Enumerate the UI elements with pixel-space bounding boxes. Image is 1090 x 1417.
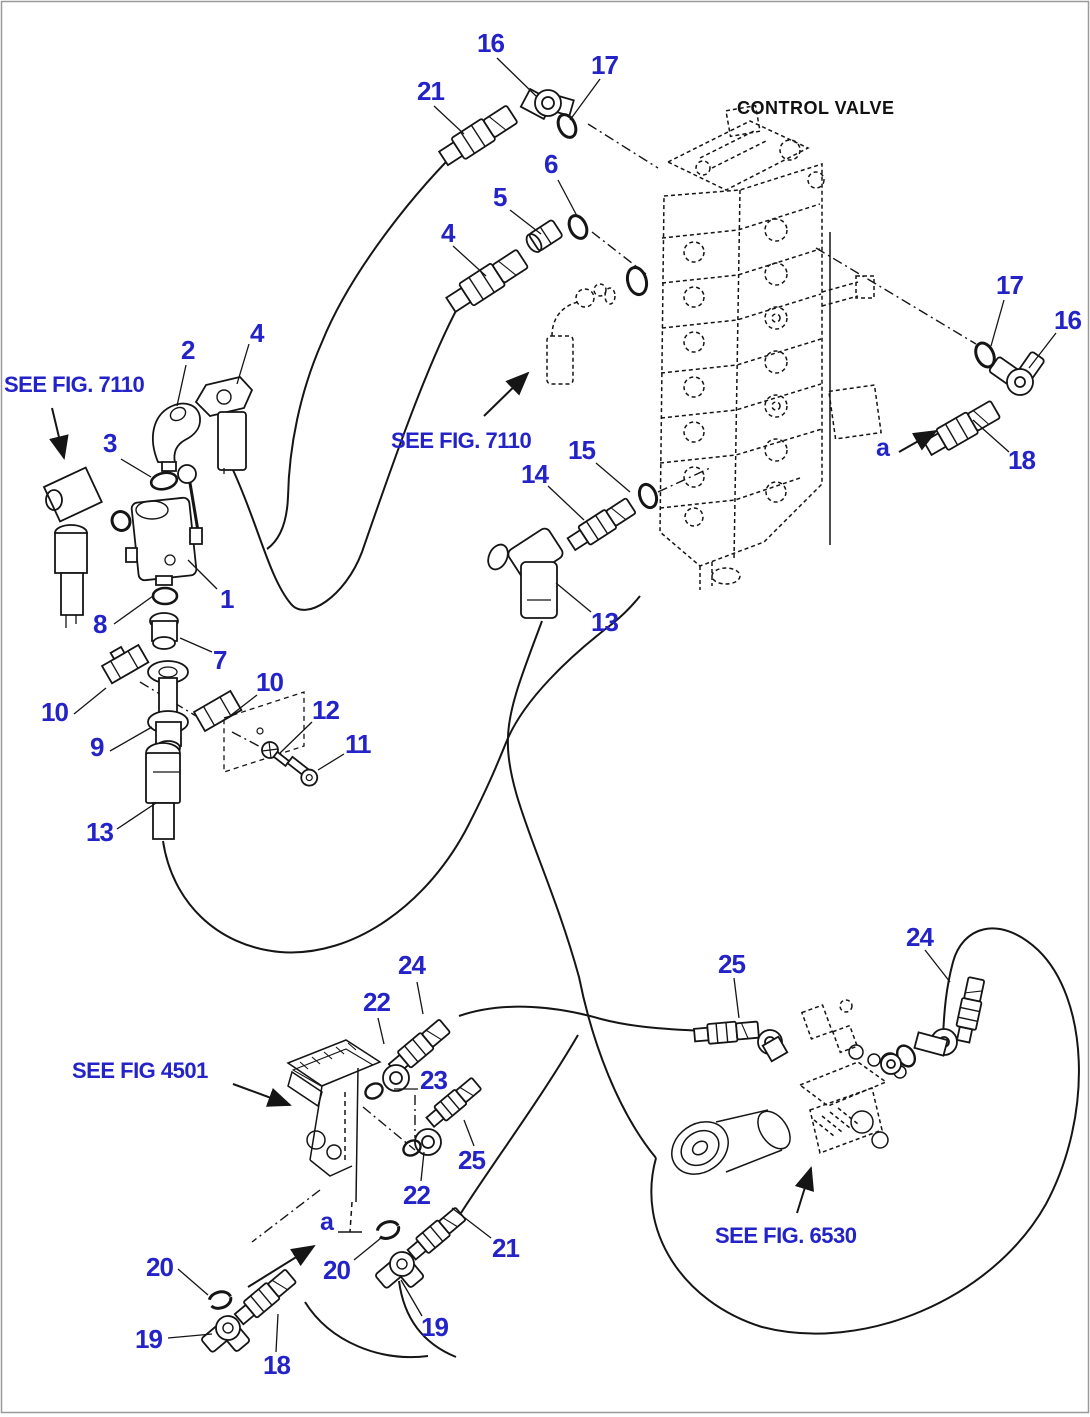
pedal-assembly xyxy=(288,1040,380,1232)
snap-ring-20-bl xyxy=(205,1287,235,1313)
fitting-nipple-25-br xyxy=(692,1018,760,1046)
oring-at-valve xyxy=(622,263,652,299)
fitting-nipple-24-br xyxy=(952,975,987,1045)
oring-17-top xyxy=(553,110,581,142)
fitting-group-13-14-15 xyxy=(484,480,662,618)
oring-6 xyxy=(564,211,592,243)
hose-lines xyxy=(163,146,1079,1357)
fitting-group-bottom-right xyxy=(692,975,987,1074)
fitting-nipple-21-top xyxy=(435,102,520,171)
fitting-nipple-18-right xyxy=(920,397,1003,460)
chain-lines xyxy=(140,124,976,1242)
fitting-nipple-21-bm xyxy=(404,1205,468,1264)
see-fig-7110-left-arrow xyxy=(49,408,69,460)
see-fig-7110-middle-arrow xyxy=(484,371,530,416)
fitting-nipple-14 xyxy=(564,495,638,555)
left-reference-assembly xyxy=(44,468,135,628)
connection-a-right-arrow xyxy=(899,430,938,452)
oring-15 xyxy=(634,480,662,512)
fitting-group-right xyxy=(920,337,1049,460)
bottom-right-assembly xyxy=(662,975,987,1185)
dashed-reference-elbow xyxy=(547,284,615,384)
fitting-elbow-16-top xyxy=(521,89,574,119)
fitting-nipple-25-bl xyxy=(423,1075,484,1131)
fitting-connector-5 xyxy=(524,219,563,254)
fitting-nipple-4-middle xyxy=(442,246,531,317)
fitting-elbow-16-right xyxy=(986,337,1049,400)
reference-arrows xyxy=(49,371,938,1287)
connection-a-bottom-arrow xyxy=(248,1244,316,1287)
fitting-group-top xyxy=(435,89,581,171)
accumulator-drawing xyxy=(662,1105,797,1185)
fitting-group-middle xyxy=(442,211,652,384)
left-valve-group xyxy=(99,377,321,839)
see-fig-6530-arrow xyxy=(794,1166,815,1213)
callout-leader-lines xyxy=(74,58,1056,1352)
control-valve-drawing xyxy=(660,106,881,590)
fitting-group-bottom-left xyxy=(197,1016,484,1366)
snap-ring-20-bm xyxy=(373,1217,403,1243)
see-fig-4501-arrow xyxy=(233,1084,292,1107)
